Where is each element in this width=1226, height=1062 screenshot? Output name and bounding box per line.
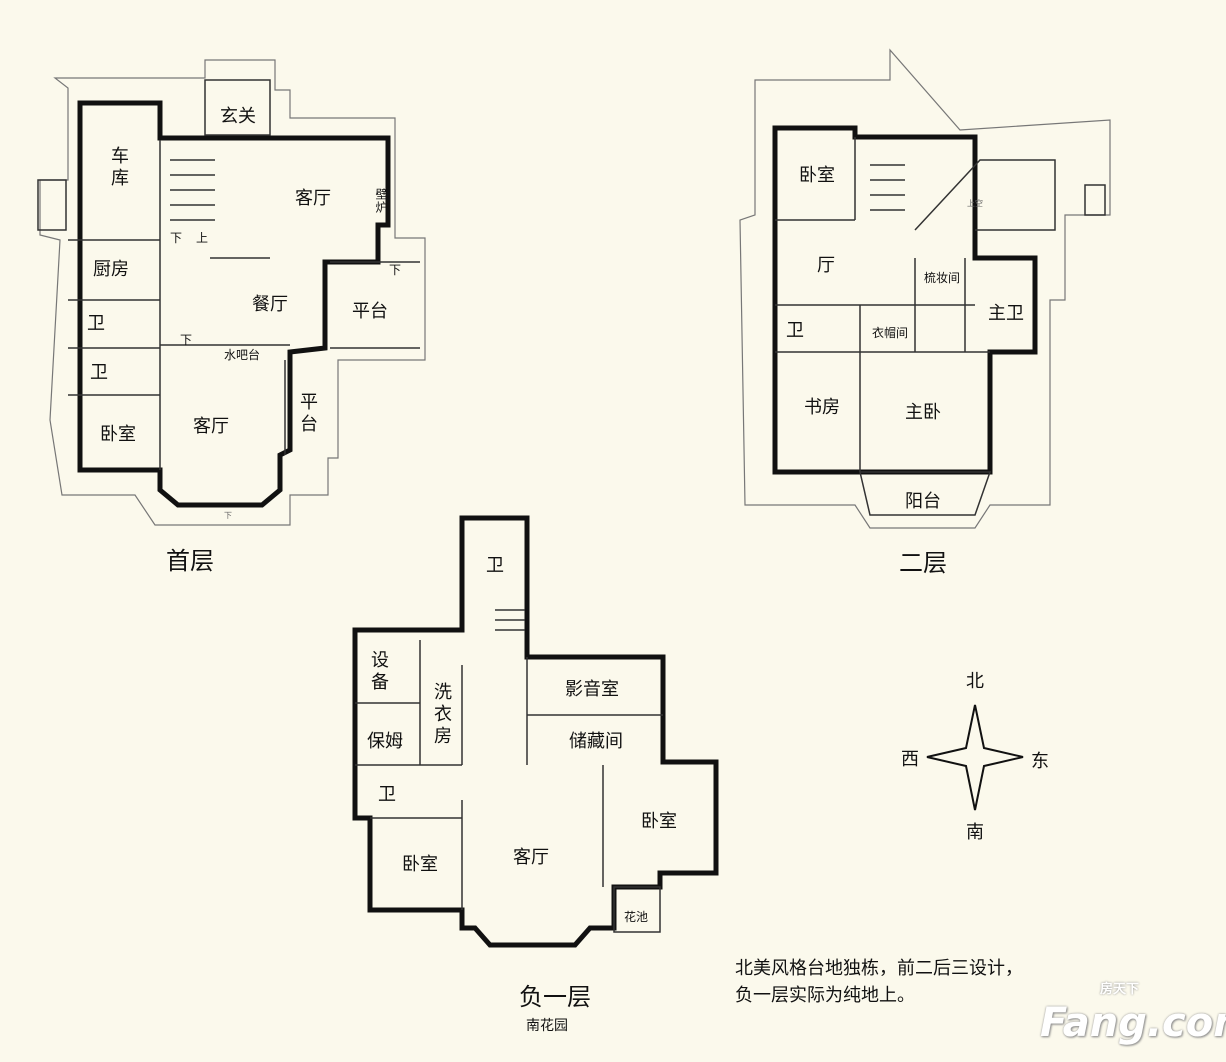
compass-north: 北 [966,671,984,692]
terrace-down-label: 下 [388,263,402,277]
south-garden-label: 南花园 [526,1018,568,1034]
room-av: 影音室 [565,679,619,700]
second-floor-walls [772,125,1038,475]
compass-south: 南 [966,822,984,843]
room-bath-2f: 卫 [786,320,804,341]
compass-east: 东 [1031,751,1049,772]
room-terrace-south: 平台 [297,392,318,436]
compass-west: 西 [901,749,919,770]
first-floor-plan [37,59,426,526]
room-bath-1: 卫 [87,313,105,334]
room-master-bath: 主卫 [988,303,1024,324]
room-laundry: 洗衣房 [431,682,452,748]
room-study: 书房 [804,397,840,418]
basement-plan [352,515,719,948]
bay-down-label: 下 [224,511,232,520]
room-living-b1: 客厅 [513,847,549,868]
first-floor-walls [77,100,391,508]
roof-outline [739,48,1111,529]
second-floor-title: 二层 [899,549,947,577]
room-balcony: 阳台 [905,491,941,512]
note-line-2: 负一层实际为纯地上。 [735,985,915,1006]
down-label: 下 [179,333,193,347]
stair-down-label: 下 [169,231,183,245]
room-equipment: 设备 [368,650,389,694]
room-terrace-east: 平台 [352,301,388,322]
basement-title: 负一层 [519,983,591,1011]
room-kitchen: 厨房 [93,259,129,280]
basement-walls [352,515,719,948]
room-bedroom-east-b1: 卧室 [641,811,677,832]
watermark-cn: 房天下 [1100,982,1140,997]
room-cloakroom: 衣帽间 [871,326,909,340]
room-master-bedroom: 主卧 [905,402,941,423]
room-dining: 餐厅 [252,294,288,315]
room-foyer: 玄关 [220,106,256,127]
room-garage: 车库 [108,146,129,190]
room-bedroom-west-b1: 卧室 [402,854,438,875]
compass-star-icon [926,704,1024,811]
watermark-logo: Fang.com [1040,1000,1226,1046]
flower-bed: 花池 [623,910,649,924]
room-living-south: 客厅 [193,416,229,437]
room-hall: 厅 [817,255,835,276]
second-floor-plan [739,48,1111,529]
note-line-1: 北美风格台地独栋，前二后三设计， [735,958,1023,979]
room-fireplace: 壁炉 [374,188,388,214]
room-bath-2: 卫 [90,362,108,383]
room-nanny: 保姆 [367,731,403,752]
room-storage: 储藏间 [569,731,623,752]
room-bedroom-2f: 卧室 [799,165,835,186]
room-bath-top-b1: 卫 [486,555,504,576]
room-bath-b1: 卫 [378,784,396,805]
room-dressing: 梳妆间 [923,271,961,285]
first-floor-title: 首层 [166,547,214,575]
stair-up-label: 上 [195,231,209,245]
room-living: 客厅 [295,188,331,209]
first-floor-eaves [39,59,426,526]
room-bedroom: 卧室 [100,424,136,445]
water-bar: 水吧台 [223,348,261,362]
open-to-below: 上空 [967,199,983,208]
